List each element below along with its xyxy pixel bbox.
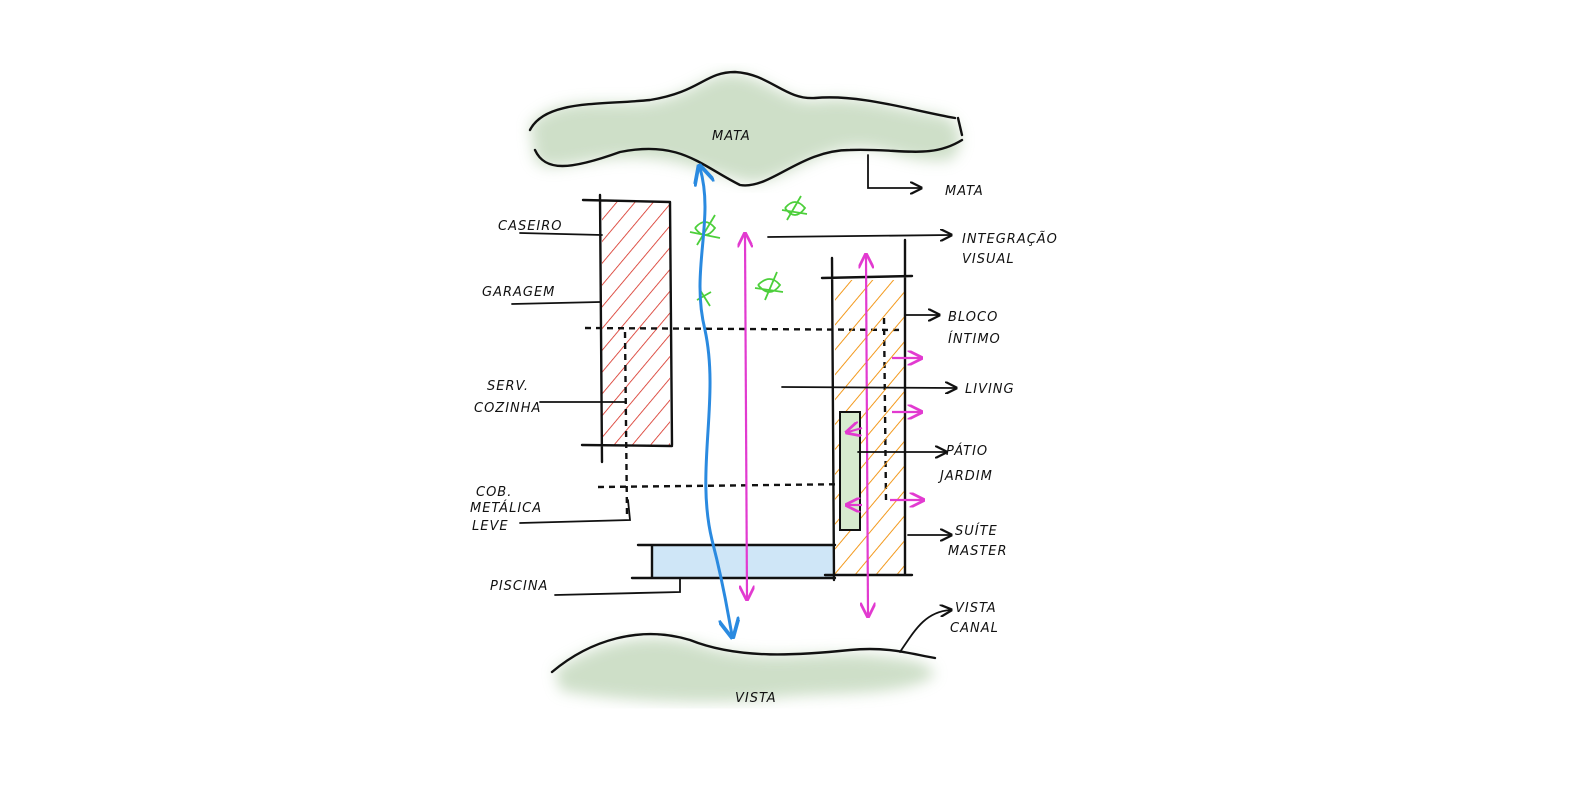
pool	[630, 543, 837, 580]
roof-dashed-line-vertical	[623, 331, 629, 516]
block-axis-arrow	[866, 256, 868, 615]
opening-arrow	[848, 428, 863, 432]
label-piscina: PISCINA	[490, 579, 548, 594]
label-mata-right: MATA	[945, 184, 984, 199]
label-jardim: JARDIM	[937, 469, 993, 484]
label-vista-canal-2: CANAL	[950, 621, 999, 636]
flow-arrows	[745, 235, 922, 615]
label-integracao: INTEGRAÇÃO	[962, 231, 1058, 247]
visual-axis-arrow	[700, 168, 732, 635]
service-block	[580, 193, 674, 464]
label-garagem: GARAGEM	[482, 285, 555, 300]
label-mata-top: MATA	[712, 129, 751, 144]
label-caseiro: CASEIRO	[498, 219, 563, 234]
label-suite: SUÍTE	[955, 523, 998, 539]
label-vista-canal-1: VISTA	[955, 601, 997, 616]
leader-lines	[511, 154, 955, 653]
tree-icon	[754, 271, 784, 301]
roof-dashed-line-bottom	[597, 482, 861, 489]
vista-vegetation	[550, 633, 937, 702]
label-vista-bottom: VISTA	[735, 691, 777, 706]
label-metalica: METÁLICA	[470, 500, 542, 516]
label-bloco: BLOCO	[948, 310, 998, 325]
tree-icons	[689, 195, 808, 307]
tree-icon	[781, 195, 808, 221]
label-intimo: ÍNTIMO	[948, 331, 1001, 347]
label-patio: PÁTIO	[946, 443, 988, 459]
central-axis-arrow	[745, 235, 747, 598]
label-leve: LEVE	[472, 519, 509, 534]
label-living: LIVING	[965, 382, 1015, 397]
label-master: MASTER	[948, 544, 1008, 559]
label-serv: SERV.	[487, 379, 529, 394]
label-cozinha: COZINHA	[474, 401, 541, 416]
label-cob: COB.	[476, 485, 512, 500]
label-visual: VISUAL	[962, 252, 1015, 267]
